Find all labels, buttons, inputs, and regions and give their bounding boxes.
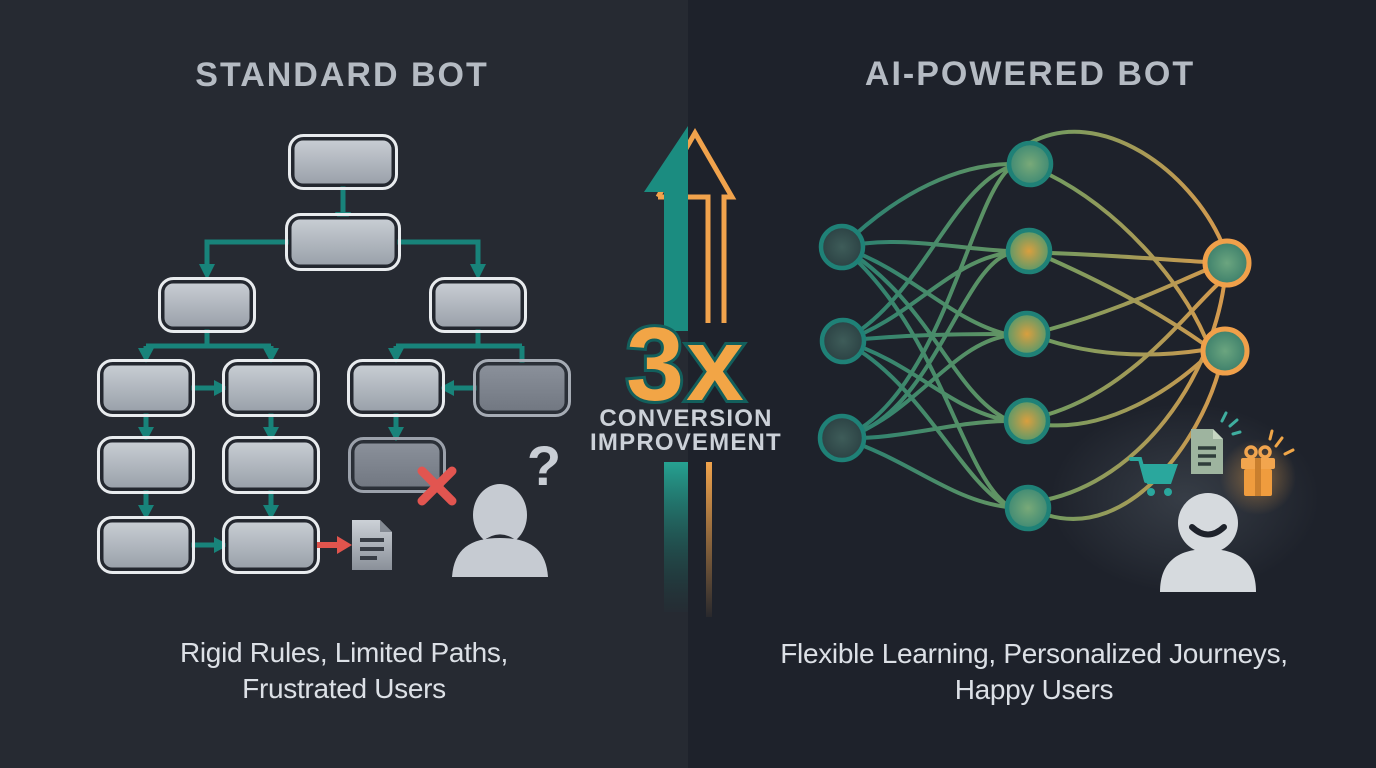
sparkle-icon — [1268, 429, 1295, 456]
input-node — [818, 223, 866, 271]
left-panel-caption: Rigid Rules, Limited Paths, Frustrated U… — [180, 637, 508, 704]
error-x-icon — [417, 466, 457, 506]
center-growth-arrows: 3x CONVERSION IMPROVEMENT — [590, 126, 782, 617]
input-node — [819, 317, 867, 365]
hidden-node — [1003, 310, 1051, 358]
flow-node-box — [97, 436, 195, 494]
gift-icon — [1220, 429, 1296, 515]
sparkle-icon — [1220, 411, 1242, 436]
hidden-node — [1005, 227, 1053, 275]
flow-node-box — [285, 213, 401, 271]
happy-user-icon — [1160, 493, 1256, 592]
neural-network-output-nodes — [1200, 238, 1252, 376]
flowchart-nodes — [97, 134, 571, 574]
center-label-line2: IMPROVEMENT — [590, 429, 782, 456]
flow-node-box — [222, 359, 320, 417]
exit-arrow — [317, 536, 352, 554]
flow-node-box-dark — [348, 437, 446, 493]
flow-node-box — [97, 516, 195, 574]
document-icon — [352, 520, 392, 570]
flow-node-box — [158, 277, 256, 333]
input-node — [817, 413, 867, 463]
right-panel-background — [688, 0, 1376, 768]
neural-network-diagram — [817, 129, 1252, 532]
cart-icon — [1129, 457, 1178, 496]
right-caption-line1: Flexible Learning, Personalized Journeys… — [780, 638, 1288, 669]
flow-node-box-dark — [473, 359, 571, 417]
hidden-node — [1003, 397, 1051, 445]
flow-node-box — [97, 359, 195, 417]
confused-user-icon — [452, 484, 548, 577]
growth-arrow-outline-shaft-lower — [706, 462, 712, 617]
left-caption-line1: Rigid Rules, Limited Paths, — [180, 637, 508, 668]
growth-arrow-solid-icon — [644, 126, 688, 331]
multiplier-value: 3x — [626, 307, 746, 423]
output-node — [1202, 238, 1252, 288]
growth-arrow-shaft-lower — [664, 462, 688, 612]
question-mark: ? — [527, 434, 561, 497]
flow-node-box — [222, 436, 320, 494]
right-panel-title: AI-POWERED BOT — [865, 55, 1195, 93]
flow-node-box — [288, 134, 398, 190]
right-panel-caption: Flexible Learning, Personalized Journeys… — [780, 638, 1288, 705]
output-node — [1200, 326, 1250, 376]
left-panel-title: STANDARD BOT — [195, 56, 488, 94]
flow-node-box — [222, 516, 320, 574]
right-caption-line2: Happy Users — [955, 674, 1114, 705]
neural-network-input-nodes — [817, 223, 867, 463]
hidden-node — [1006, 140, 1054, 188]
neural-network-hidden-nodes — [1003, 140, 1054, 532]
flow-node-box — [429, 277, 527, 333]
center-label-line1: CONVERSION — [599, 405, 772, 432]
document-icon — [1191, 411, 1242, 474]
hidden-node — [1004, 484, 1052, 532]
left-caption-line2: Frustrated Users — [242, 673, 446, 704]
flow-node-box — [347, 359, 445, 417]
flowchart-diagram: ? — [97, 134, 571, 577]
